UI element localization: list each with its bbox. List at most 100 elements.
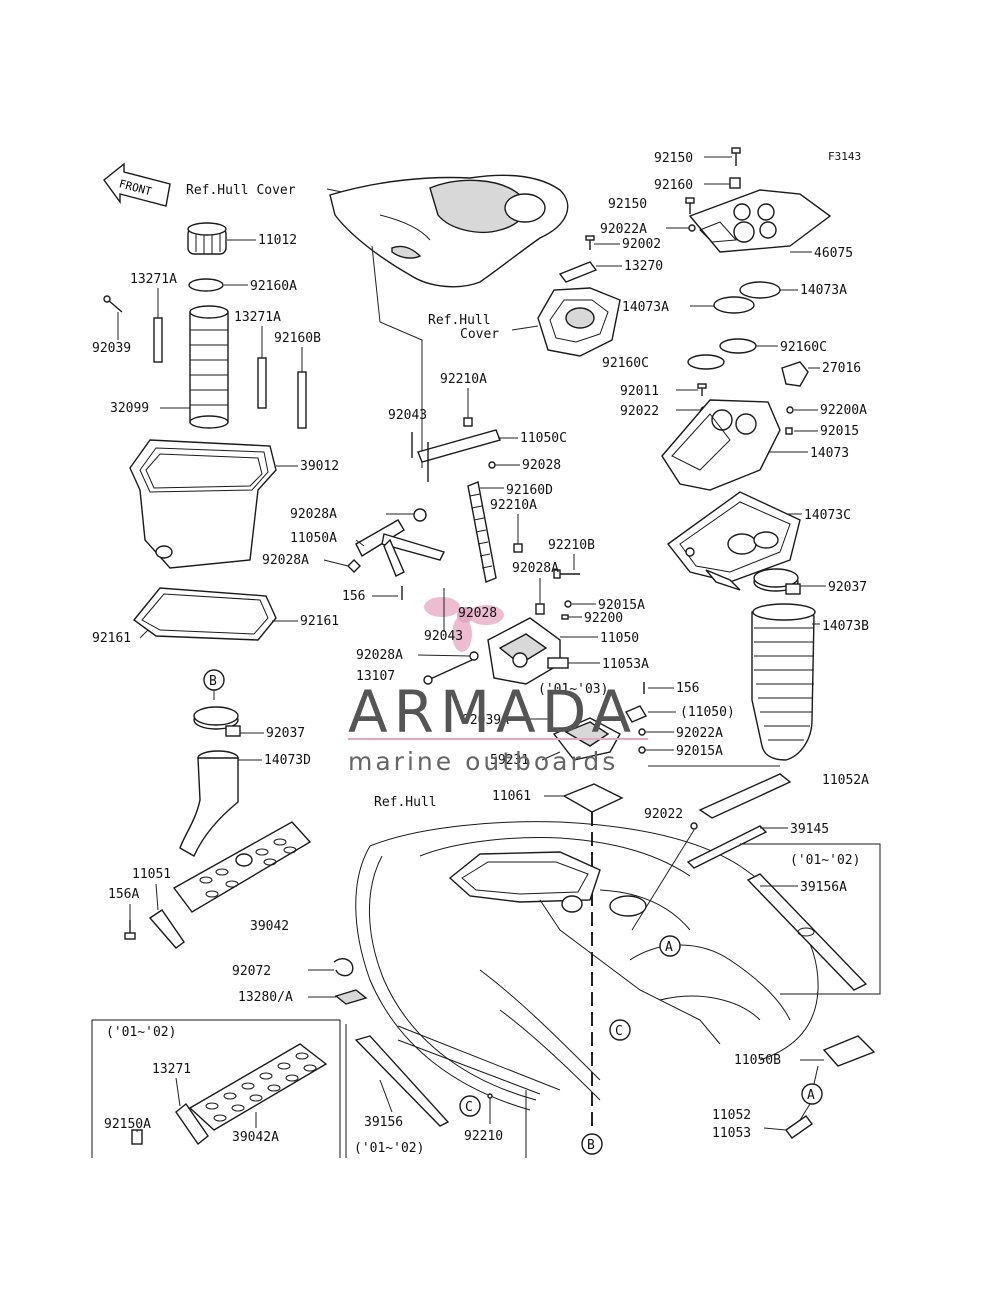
part-outline [785, 427, 793, 435]
part-outline [735, 413, 757, 435]
part-outline [175, 1102, 209, 1146]
label-92028a-4: 92028A [356, 648, 403, 663]
part-outline [561, 895, 583, 913]
label-92037-right: 92037 [828, 580, 867, 595]
part-outline [801, 1083, 823, 1105]
label-92150-2: 92150 [608, 197, 647, 212]
leader-line [371, 245, 423, 468]
label-92210b: 92210B [548, 538, 595, 553]
label-92210: 92210 [464, 1129, 503, 1144]
label-11053a: 11053A [602, 657, 649, 672]
part-outline [786, 406, 794, 414]
box-39012 [129, 439, 277, 569]
part-outline [459, 1095, 481, 1117]
label-13271a-1: 13271A [130, 272, 177, 287]
label-156-1: 156 [342, 589, 365, 604]
part-outline [205, 1102, 219, 1110]
part-outline [391, 245, 422, 259]
part-outline [585, 235, 595, 241]
part-outline [419, 837, 691, 877]
label-11050-paren: (11050) [680, 705, 735, 720]
label-14073: 14073 [810, 446, 849, 461]
part-outline [179, 757, 239, 857]
plate-13270 [558, 261, 598, 283]
label-92200: 92200 [584, 611, 623, 626]
part-outline [129, 439, 277, 569]
part-27016 [781, 361, 809, 387]
label-92028a-2: 92028A [262, 553, 309, 568]
part-outline [461, 861, 589, 895]
part-outline [355, 519, 405, 557]
part-outline [797, 927, 815, 937]
label-92043-2: 92043 [424, 629, 463, 644]
label-92210a-2: 92210A [490, 498, 537, 513]
part-outline [690, 822, 698, 830]
part-outline [277, 1062, 291, 1070]
label-92210a-1: 92210A [440, 372, 487, 387]
part-outline [145, 453, 263, 489]
label-39012: 39012 [300, 459, 339, 474]
part-outline [539, 899, 721, 1045]
part-outline [581, 1133, 603, 1155]
ref-hull-cover-mid-1: Ref.Hull [428, 313, 491, 328]
label-01-02-right: ('01~'02) [790, 853, 860, 868]
part-outline [512, 652, 528, 668]
leader-line [139, 629, 149, 639]
part-outline [659, 935, 681, 957]
part-outline [599, 889, 691, 931]
strip-39145 [686, 825, 768, 869]
part-outline [564, 600, 572, 608]
part-outline [547, 657, 569, 669]
part-outline [469, 651, 479, 661]
label-01-02-box-left: ('01~'02) [106, 1025, 176, 1040]
leader-line [175, 1077, 181, 1107]
part-outline [753, 568, 799, 588]
label-92002: 92002 [622, 237, 661, 252]
label-39156: 39156 [364, 1115, 403, 1130]
leader-line [631, 829, 695, 931]
part-outline [785, 583, 801, 595]
label-92022a-1: 92022A [676, 726, 723, 741]
label-13280a: 13280/A [238, 990, 293, 1005]
part-outline [424, 597, 460, 617]
label-92039: 92039 [92, 341, 131, 356]
label-92028a-1: 92028A [290, 507, 337, 522]
hull-cover-top [329, 174, 569, 288]
part-outline [303, 1064, 317, 1072]
ring-92160c-left [687, 354, 725, 370]
part-outline [205, 890, 219, 898]
leader-line [355, 539, 365, 547]
label-11052a: 11052A [822, 773, 869, 788]
grate-39042 [172, 821, 312, 913]
leader-line [397, 1039, 541, 1095]
part-outline [347, 559, 361, 573]
housing-11050 [487, 617, 569, 685]
watermark-propeller-icon [424, 597, 504, 652]
part-outline [295, 1052, 309, 1060]
part-outline [733, 203, 751, 221]
part-outline [753, 531, 779, 549]
part-outline [479, 969, 601, 1081]
part-outline [535, 603, 545, 615]
label-39042a: 39042A [232, 1130, 279, 1145]
hose-14073d [179, 750, 239, 857]
ref-hull-cover-top: Ref.Hull Cover [186, 183, 296, 198]
bracket-11050-alt [624, 705, 648, 723]
gasket-92161 [132, 587, 277, 641]
strip-39156a [746, 873, 868, 991]
leader-line [541, 751, 561, 761]
bar-11050c [417, 429, 501, 463]
part-outline [688, 224, 696, 232]
ring-92160c-right [719, 338, 757, 354]
leader-line [475, 529, 487, 533]
label-11051: 11051 [132, 867, 171, 882]
label-92028-2: 92028 [458, 606, 497, 621]
label-01-03: ('01~'03) [538, 682, 608, 697]
cap-11012 [187, 222, 227, 255]
part-outline [499, 1009, 601, 1101]
linkage-11050a [355, 508, 445, 577]
label-59231: 59231 [490, 753, 529, 768]
bracket-11050b [822, 1035, 876, 1067]
